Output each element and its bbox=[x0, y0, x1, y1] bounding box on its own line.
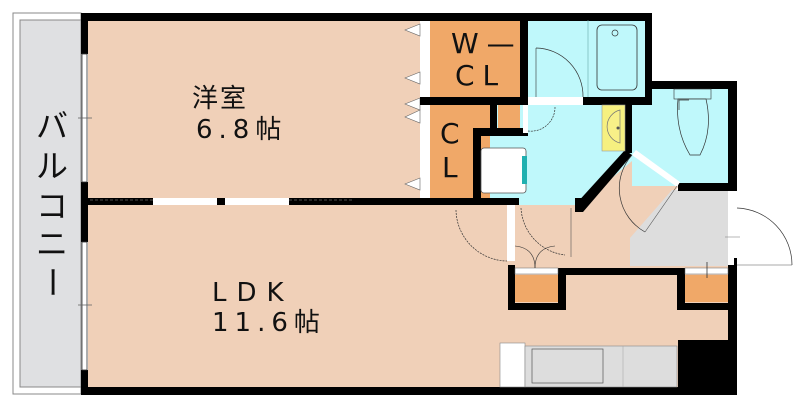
ldk-name: LDK bbox=[212, 278, 294, 308]
bathroom-door bbox=[528, 20, 589, 105]
storage-door bbox=[684, 267, 729, 275]
washroom-door bbox=[523, 105, 556, 133]
toilet bbox=[673, 88, 712, 156]
small-closet-floor bbox=[498, 105, 520, 131]
shoe-storage-door bbox=[514, 207, 572, 275]
walk-in-closet-floor bbox=[430, 20, 520, 98]
closet-label-line1: C bbox=[440, 117, 468, 150]
closet-door-markers bbox=[404, 20, 430, 198]
bathtub bbox=[596, 24, 638, 91]
sliding-door-ldk bbox=[90, 199, 353, 204]
western-room-name: 洋室 bbox=[192, 84, 249, 114]
closet-label-line2: L bbox=[442, 151, 466, 184]
walk-in-closet-label-line2: CL bbox=[455, 59, 507, 92]
entrance-door bbox=[725, 207, 793, 266]
washing-machine bbox=[480, 147, 527, 194]
ldk-size: 11.6帖 bbox=[212, 308, 326, 338]
western-room-size: 6.8帖 bbox=[196, 115, 288, 145]
windows bbox=[78, 53, 92, 371]
balcony-label-char-2: ル bbox=[35, 147, 68, 185]
balcony-label-char-3: コ bbox=[35, 187, 68, 225]
western-room-floor bbox=[88, 20, 420, 198]
washbasin bbox=[601, 104, 626, 152]
walls bbox=[81, 13, 737, 395]
shoe-storage-floor bbox=[515, 275, 558, 302]
walk-in-closet-label-line1: W— bbox=[451, 27, 523, 60]
toilet-door bbox=[619, 150, 680, 233]
balcony-label-char-4: ニ bbox=[35, 225, 68, 263]
balcony-label-char-5: ー bbox=[33, 265, 71, 298]
ldk-door bbox=[455, 205, 515, 262]
entrance-floor bbox=[630, 190, 728, 266]
kitchen-counter bbox=[499, 342, 678, 388]
balcony-label-char-1: バ bbox=[35, 107, 68, 145]
balcony bbox=[19, 19, 82, 388]
storage-floor bbox=[685, 275, 728, 302]
ldk-floor bbox=[88, 205, 328, 387]
